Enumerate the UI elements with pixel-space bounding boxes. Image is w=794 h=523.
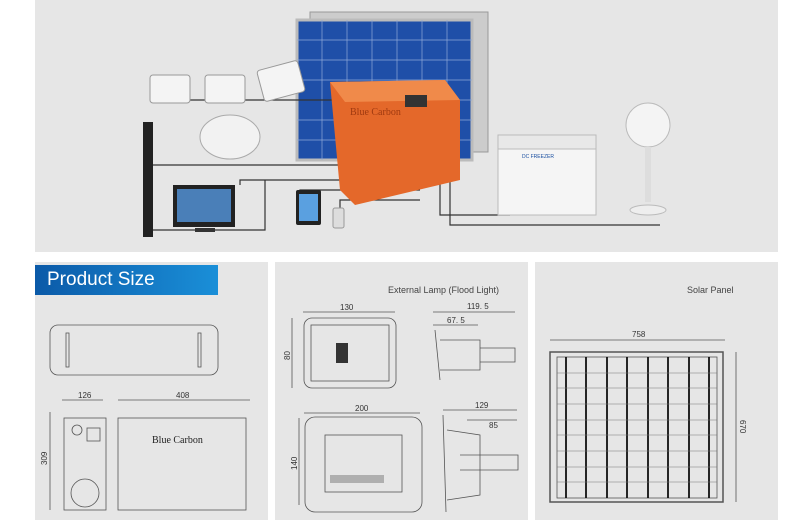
dimension-label: Blue Carbon [152, 435, 203, 446]
large-lamp-side [442, 414, 519, 513]
lamp-leds [330, 343, 384, 483]
tower-fan-image [143, 122, 153, 237]
solar-panel-drawing [549, 351, 724, 503]
section-title: Product Size [35, 265, 218, 295]
small-lamp-front [303, 317, 397, 389]
flood-lamp-images [149, 60, 306, 104]
dimension-label: 309 [40, 451, 49, 465]
generator-top-view [49, 324, 219, 376]
rice-cooker-image [199, 114, 261, 160]
tv-image [173, 185, 235, 232]
standing-fan-image [625, 102, 671, 216]
dimension-label: 119. 5 [467, 302, 489, 311]
dimension-label: 85 [489, 421, 498, 430]
dimension-label: 140 [290, 456, 299, 470]
dimension-label: Blue Carbon [350, 107, 401, 118]
phone-image [332, 207, 345, 229]
solar-cell-grid [565, 357, 710, 498]
generator-size-panel [35, 262, 268, 520]
dimension-label: 130 [340, 303, 354, 312]
lamp-caption: External Lamp (Flood Light) [388, 285, 500, 295]
generator-front-view [117, 417, 247, 511]
dimension-label: 758 [632, 330, 646, 339]
dimension-label: 200 [355, 404, 369, 413]
large-lamp-front [304, 416, 423, 513]
lamp-size-panel [275, 262, 528, 520]
solar-caption: Solar Panel [687, 285, 734, 295]
dimension-label: DC FREEZER [522, 154, 554, 160]
dimension-label: 129 [475, 401, 489, 410]
dimension-label: 80 [283, 351, 292, 360]
generator-image: Blue Carbon [330, 80, 460, 205]
solar-size-panel [535, 262, 778, 520]
dimension-label: 67. 5 [447, 316, 465, 325]
dimension-label: 670 [738, 420, 747, 434]
dimension-label: 126 [78, 391, 92, 400]
generator-side-view [63, 417, 107, 511]
small-lamp-side [434, 329, 516, 381]
freezer-image: DC FREEZER [497, 134, 597, 216]
dimension-label: 408 [176, 391, 190, 400]
